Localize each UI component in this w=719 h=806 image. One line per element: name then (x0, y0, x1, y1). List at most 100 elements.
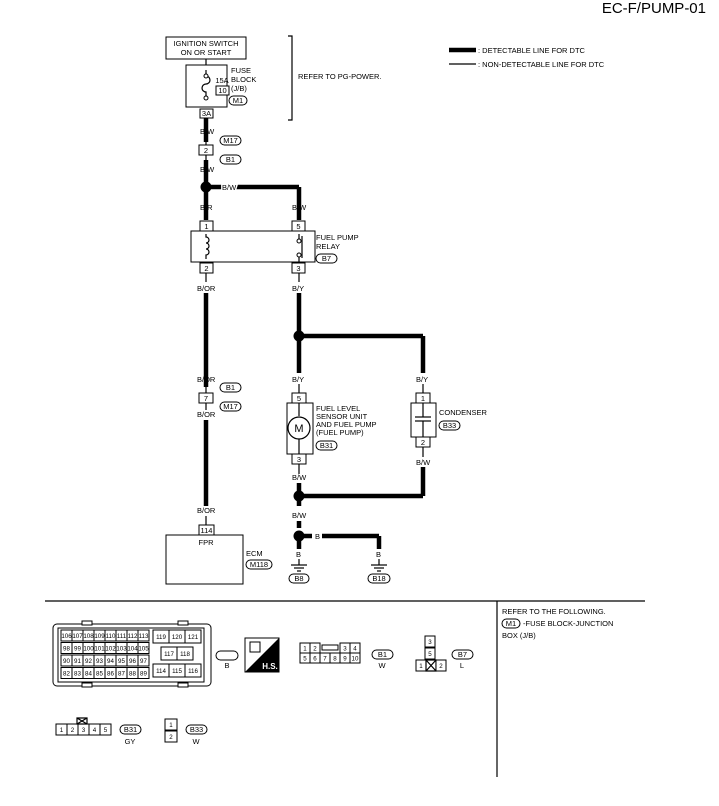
b33-pin: 2 (169, 734, 173, 741)
svg-text:B: B (296, 550, 301, 559)
m118-pin: 85 (96, 670, 103, 677)
b1-pin: 6 (313, 655, 317, 662)
m118-pin: 102 (105, 645, 116, 652)
svg-text:B/W: B/W (292, 511, 307, 520)
condenser: 1 2 CONDENSER B33 (410, 392, 488, 448)
svg-text:B/OR: B/OR (197, 410, 216, 419)
b7-cell (435, 659, 447, 672)
m118-pin: 116 (188, 668, 198, 675)
b31-pin: 1 (60, 727, 64, 734)
svg-text:B8: B8 (294, 574, 303, 583)
m118-pin: 97 (140, 658, 147, 665)
svg-text:SENSOR UNIT: SENSOR UNIT (316, 412, 368, 421)
svg-text:B: B (315, 532, 320, 541)
m118-pin: 93 (96, 658, 103, 665)
svg-text:M17: M17 (223, 136, 238, 145)
b1-pin: 2 (313, 645, 317, 652)
m118-pin: 91 (74, 658, 81, 665)
svg-text:2: 2 (204, 264, 208, 273)
svg-text:L: L (460, 661, 464, 670)
m118-pin: 88 (129, 670, 136, 677)
fuel-pump-relay: 1 5 2 3 FUEL PUMP RELAY B7 (190, 220, 359, 274)
b1-pin: 10 (352, 655, 359, 662)
m118-pin: 104 (127, 645, 138, 652)
connector-b7-label: B7 (458, 650, 467, 659)
m118-pin: 100 (83, 645, 94, 652)
m118-pin: 89 (140, 670, 147, 677)
svg-text:B/OR: B/OR (197, 506, 216, 515)
m118-cell (137, 667, 150, 679)
m118-pin: 121 (188, 634, 199, 641)
connector-view-b33: 12 (164, 718, 178, 743)
m118-cell (184, 663, 202, 678)
svg-text:M17: M17 (223, 402, 238, 411)
svg-text:B1: B1 (226, 155, 235, 164)
b1-pin: 4 (353, 645, 357, 652)
b1-pin: 1 (303, 645, 307, 652)
b7-pin: 3 (428, 639, 432, 646)
connector-b1-label: B1 (378, 650, 387, 659)
m118-pin: 120 (172, 634, 183, 641)
svg-text:(FUEL PUMP): (FUEL PUMP) (316, 428, 364, 437)
m118-cell (137, 642, 150, 654)
connector-b33-label: B33 (190, 725, 203, 734)
svg-text:B31: B31 (320, 441, 333, 450)
m118-pin: 109 (94, 633, 105, 640)
svg-text:IGNITION SWITCH: IGNITION SWITCH (174, 39, 239, 48)
svg-text:FUEL PUMP: FUEL PUMP (316, 233, 359, 242)
b31-pin: 2 (71, 727, 75, 734)
m118-pin: 115 (172, 668, 182, 675)
svg-text:B/W: B/W (292, 473, 307, 482)
svg-text:(J/B): (J/B) (231, 84, 247, 93)
fuse-amp: 15A (215, 76, 228, 85)
refer-box: REFER TO THE FOLLOWING. M1 -FUSE BLOCK-J… (501, 607, 613, 640)
m118-pin: 108 (83, 633, 94, 640)
svg-text:B/W: B/W (416, 458, 431, 467)
connector-b31-label: B31 (124, 725, 137, 734)
svg-text:FPR: FPR (199, 538, 215, 547)
b1-key (321, 644, 339, 651)
m118-pin: 98 (63, 645, 70, 652)
m118-pin: 94 (107, 658, 114, 665)
b1-pin: 5 (303, 655, 307, 662)
m118-pin: 105 (138, 645, 149, 652)
m118-pin: 86 (107, 670, 114, 677)
ecm: 114 FPR ECM M118 (165, 524, 273, 585)
svg-text:3: 3 (297, 455, 301, 464)
m118-pin: 103 (116, 645, 127, 652)
b7-cell (424, 647, 436, 660)
svg-text:AND FUEL PUMP: AND FUEL PUMP (316, 420, 377, 429)
b1-pin: 9 (343, 655, 347, 662)
m118-pin: 113 (139, 633, 149, 640)
m118-pin: 90 (63, 658, 70, 665)
svg-text:B/OR: B/OR (197, 284, 216, 293)
svg-text:RELAY: RELAY (316, 242, 340, 251)
svg-text:B: B (224, 661, 229, 670)
m118-pin: 107 (72, 633, 83, 640)
m118-pin: 101 (94, 645, 105, 652)
m118-pin: 118 (180, 651, 190, 658)
svg-text:2: 2 (421, 438, 425, 447)
svg-text:B/Y: B/Y (416, 375, 428, 384)
svg-text:3: 3 (296, 264, 300, 273)
svg-text:W: W (378, 661, 386, 670)
m118-pin: 110 (106, 633, 116, 640)
fuse-terminal: 3A (202, 109, 211, 118)
b31-pin: 3 (82, 727, 86, 734)
svg-text:B/Y: B/Y (292, 284, 304, 293)
b33-cell (164, 718, 178, 731)
svg-text:5: 5 (296, 222, 300, 231)
svg-text:B/W: B/W (222, 183, 237, 192)
svg-text:BLOCK: BLOCK (231, 75, 256, 84)
m118-pin: 83 (74, 670, 81, 677)
svg-text:ECM: ECM (246, 549, 263, 558)
m118-pin: 111 (117, 633, 127, 640)
m118-pin: 119 (156, 634, 166, 641)
svg-text:5: 5 (297, 394, 301, 403)
m118-cell (184, 629, 202, 644)
svg-text:-FUSE BLOCK-JUNCTION: -FUSE BLOCK-JUNCTION (523, 619, 613, 628)
ignition-switch: IGNITION SWITCH ON OR START (165, 36, 247, 60)
svg-text:M1: M1 (233, 96, 243, 105)
